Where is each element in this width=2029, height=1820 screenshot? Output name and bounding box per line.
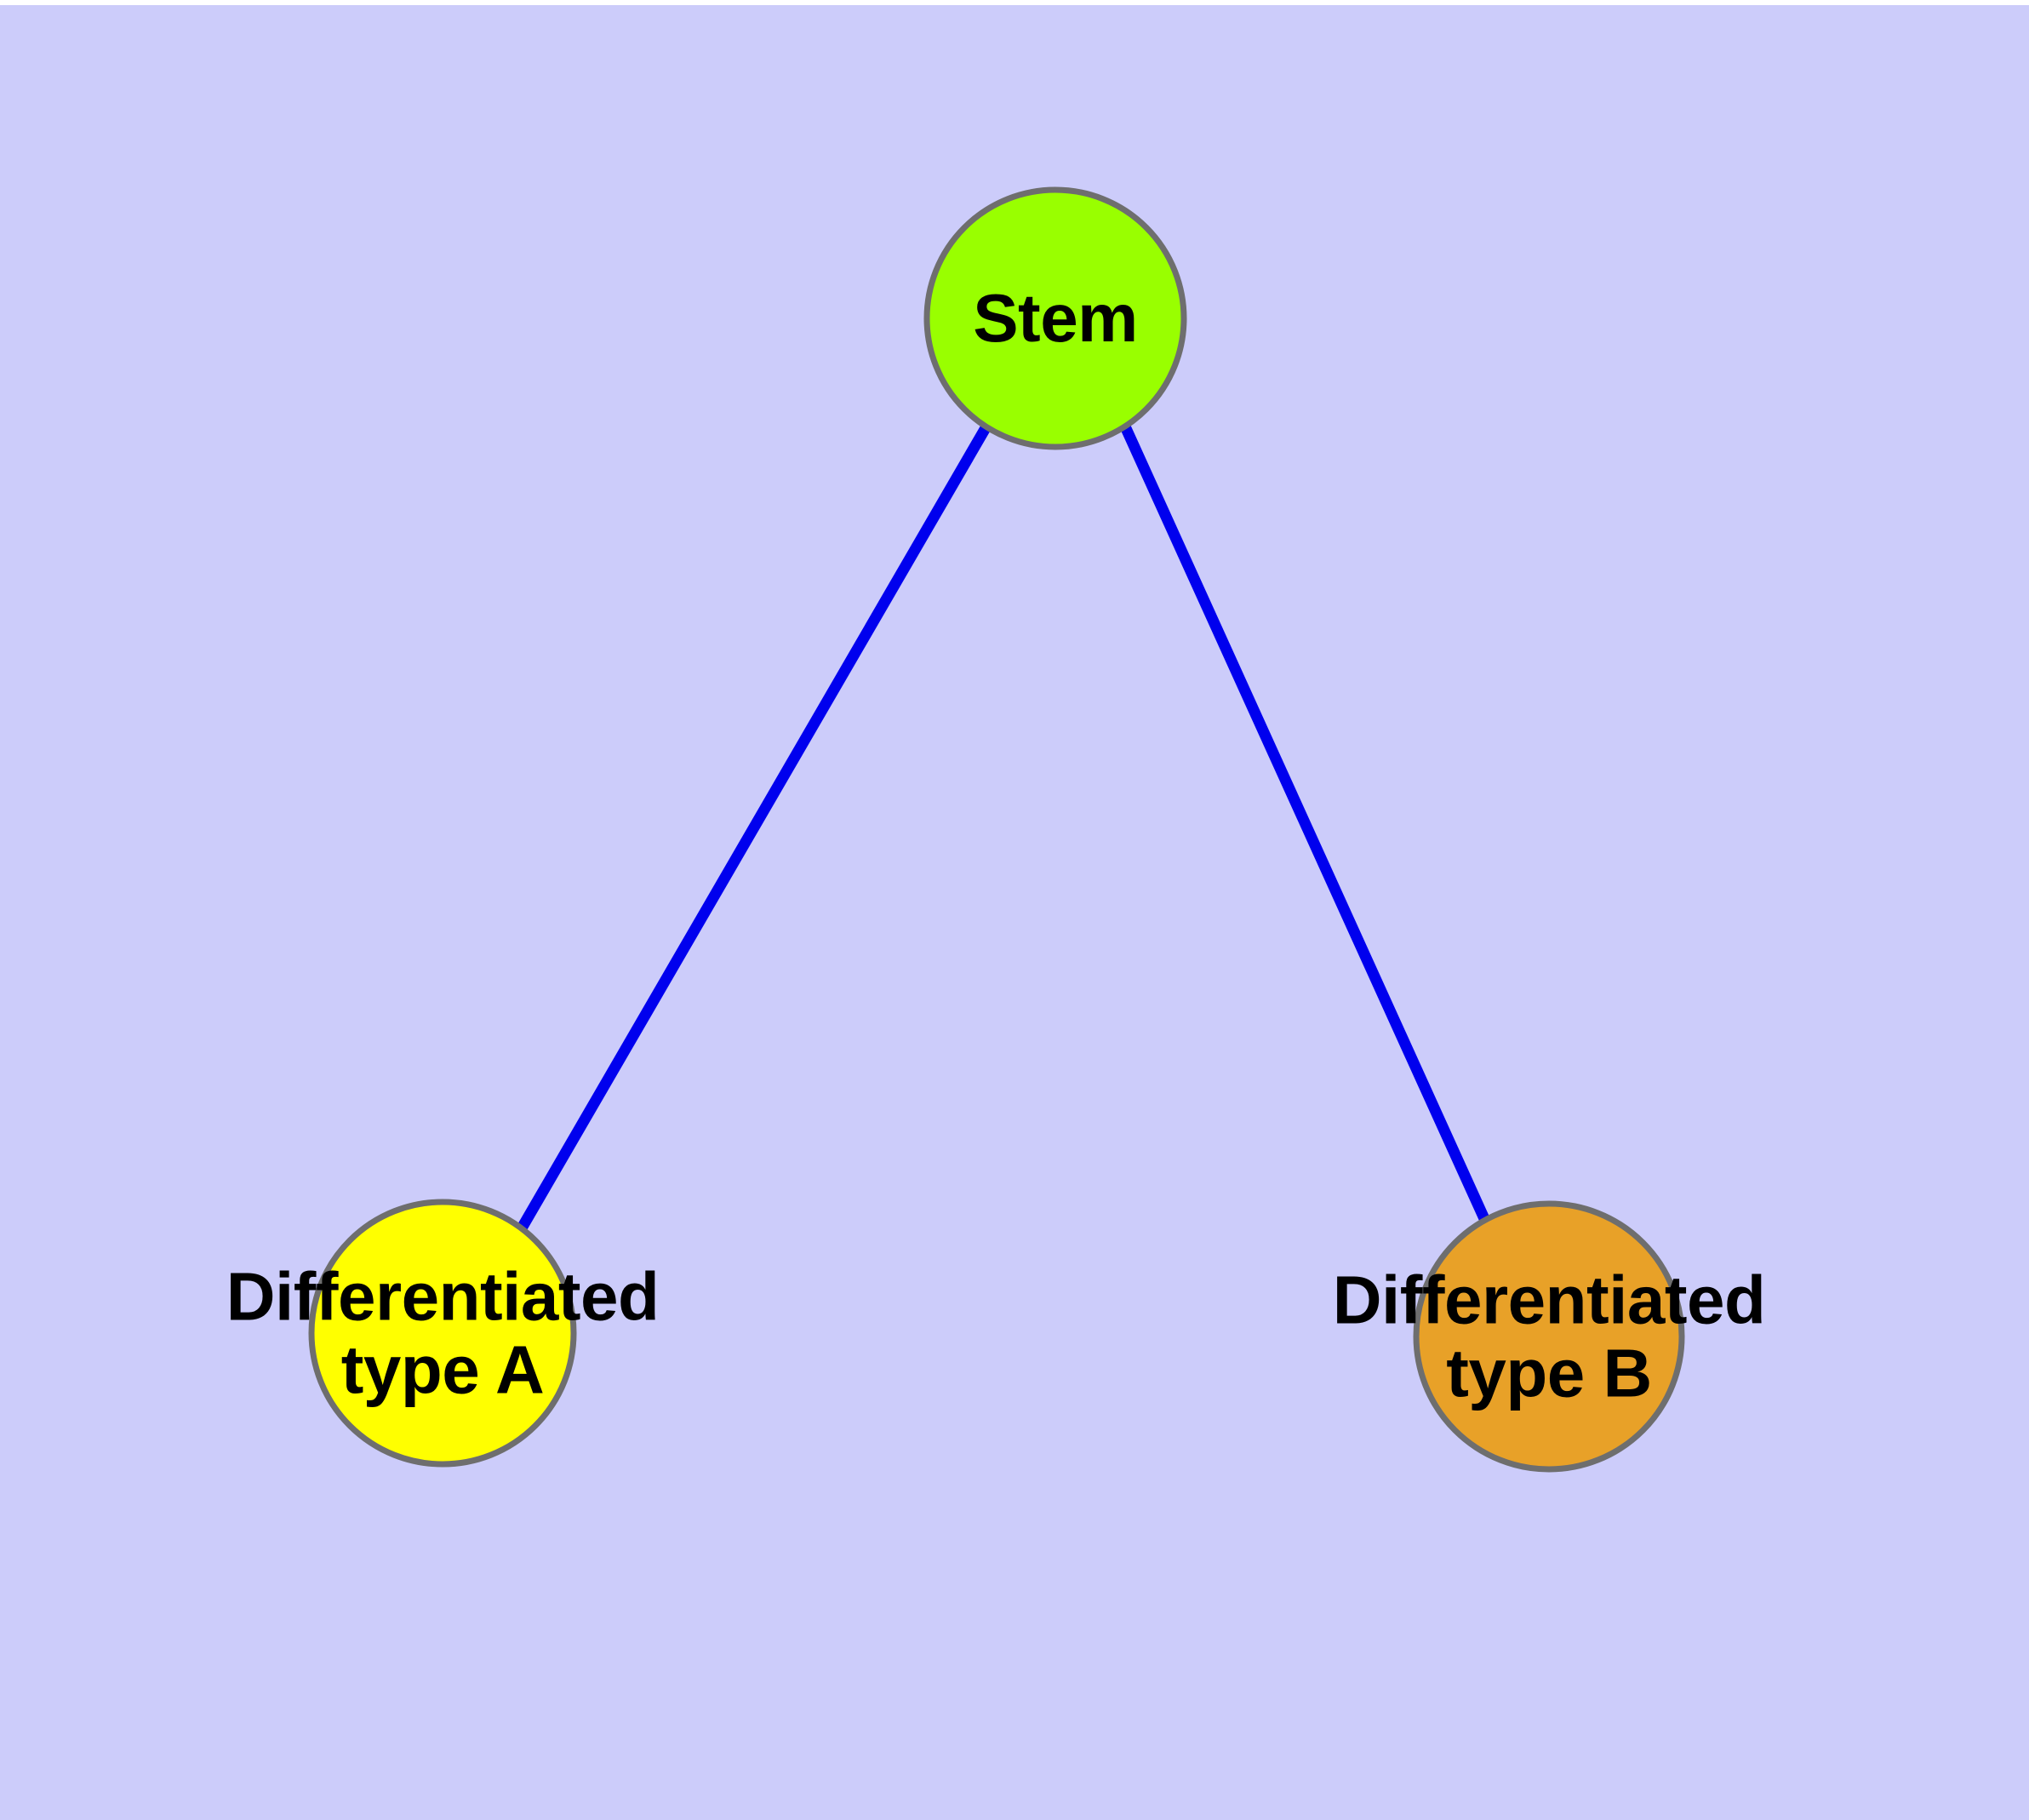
edges-layer (517, 423, 1491, 1230)
node-circle-stem[interactable] (923, 186, 1187, 450)
nodes-layer (308, 186, 1685, 1473)
node-circle-diff_b[interactable] (1413, 1200, 1685, 1473)
edge-stem-to-diff_b[interactable] (1120, 424, 1491, 1225)
edge-stem-to-diff_a[interactable] (517, 423, 992, 1230)
node-circle-diff_a[interactable] (308, 1199, 577, 1468)
